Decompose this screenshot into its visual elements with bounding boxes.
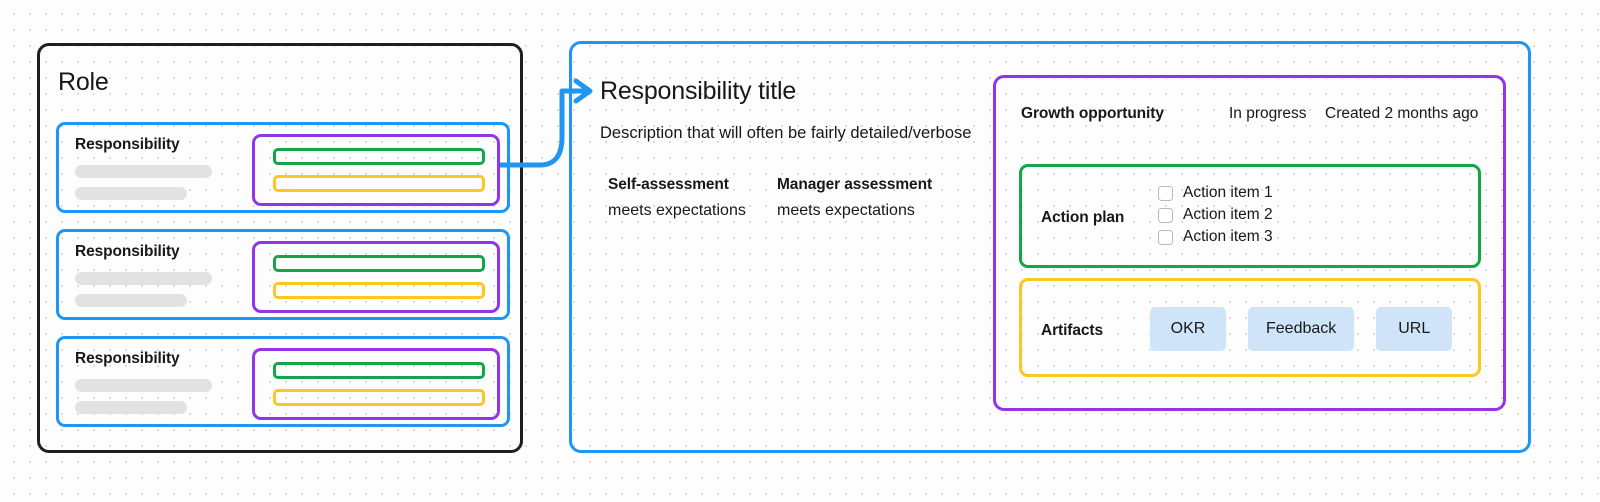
action-plan-card: Action plan Action item 1 Action item 2 … <box>1019 164 1481 268</box>
manager-assessment-block: Manager assessment meets expectations <box>777 176 932 220</box>
manager-assessment-value: meets expectations <box>777 202 915 219</box>
skeleton-line <box>75 165 212 178</box>
self-assessment-bar <box>273 255 485 272</box>
skeleton-line <box>75 379 212 392</box>
manager-assessment-bar <box>273 282 485 299</box>
growth-opportunity-created-timestamp: Created 2 months ago <box>1325 105 1479 122</box>
artifact-chip-group: OKR Feedback URL <box>1150 307 1453 351</box>
growth-opportunity-title: Growth opportunity <box>1021 105 1164 122</box>
checkbox-icon[interactable] <box>1158 229 1173 245</box>
responsibility-detail-panel: Responsibility title Description that wi… <box>569 41 1531 453</box>
self-assessment-block: Self-assessment meets expectations <box>608 176 746 220</box>
artifacts-label: Artifacts <box>1041 322 1103 339</box>
skeleton-line <box>75 187 187 200</box>
responsibility-card[interactable]: Responsibility <box>56 229 510 320</box>
self-assessment-heading: Self-assessment <box>608 176 729 193</box>
growth-opportunity-card: Growth opportunity In progress Created 2… <box>993 75 1506 411</box>
responsibility-card-label: Responsibility <box>75 243 180 260</box>
responsibility-title: Responsibility title <box>600 77 797 105</box>
action-item[interactable]: Action item 1 <box>1158 182 1273 204</box>
skeleton-line <box>75 401 187 414</box>
responsibility-card[interactable]: Responsibility <box>56 336 510 427</box>
manager-assessment-heading: Manager assessment <box>777 176 933 193</box>
responsibility-card[interactable]: Responsibility <box>56 122 510 213</box>
action-item-label: Action item 2 <box>1183 206 1273 223</box>
checkbox-icon[interactable] <box>1158 207 1173 223</box>
self-assessment-bar <box>273 362 485 379</box>
artifact-chip-url[interactable]: URL <box>1376 307 1453 351</box>
assessment-group <box>252 134 500 206</box>
responsibility-description: Description that will often be fairly de… <box>600 124 972 142</box>
role-panel-title: Role <box>58 68 109 96</box>
responsibility-card-label: Responsibility <box>75 136 180 153</box>
self-assessment-value: meets expectations <box>608 202 746 219</box>
manager-assessment-bar <box>273 389 485 406</box>
assessment-group <box>252 348 500 420</box>
action-item-list: Action item 1 Action item 2 Action item … <box>1158 182 1273 248</box>
action-plan-label: Action plan <box>1041 209 1125 226</box>
artifact-chip-okr[interactable]: OKR <box>1150 307 1226 351</box>
manager-assessment-bar <box>273 175 485 192</box>
action-item-label: Action item 3 <box>1183 228 1273 245</box>
growth-opportunity-status-badge: In progress <box>1229 105 1307 122</box>
skeleton-line <box>75 272 212 285</box>
self-assessment-bar <box>273 148 485 165</box>
role-panel: Role Responsibility Responsibility Respo… <box>37 43 523 453</box>
action-item-label: Action item 1 <box>1183 184 1273 201</box>
artifact-chip-feedback[interactable]: Feedback <box>1248 307 1355 351</box>
action-item[interactable]: Action item 2 <box>1158 204 1273 226</box>
assessment-group <box>252 241 500 313</box>
artifacts-card: Artifacts OKR Feedback URL <box>1019 278 1481 377</box>
action-item[interactable]: Action item 3 <box>1158 226 1273 248</box>
responsibility-card-label: Responsibility <box>75 350 180 367</box>
checkbox-icon[interactable] <box>1158 185 1173 201</box>
skeleton-line <box>75 294 187 307</box>
